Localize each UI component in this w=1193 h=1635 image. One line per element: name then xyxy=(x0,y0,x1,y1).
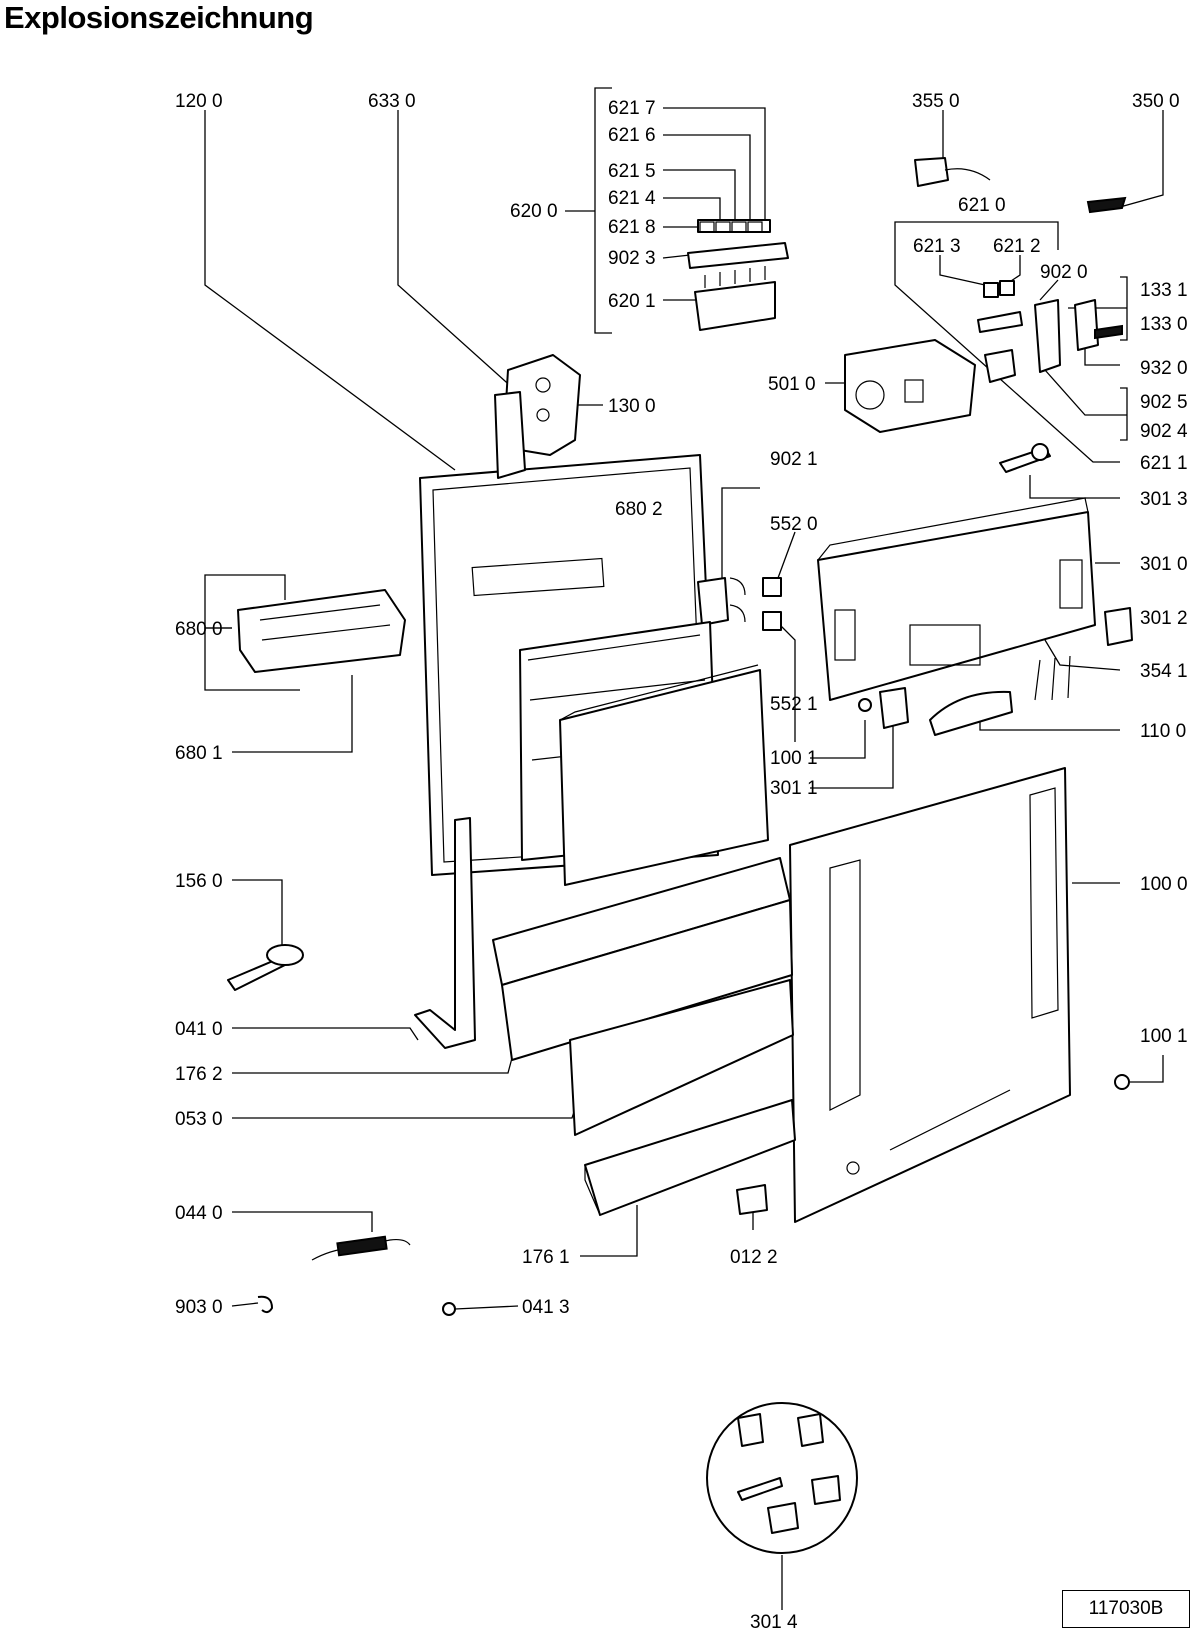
callout-label: 133 1 xyxy=(1140,280,1188,301)
switch-block-part xyxy=(694,281,776,331)
callout-label: 680 0 xyxy=(175,619,223,640)
callout-label: 354 1 xyxy=(1140,661,1188,682)
callout-labels: 120 0 633 0 621 7 621 6 621 5 621 4 620 … xyxy=(175,91,1188,1633)
callout-label: 301 4 xyxy=(750,1612,798,1633)
programmer-module-part xyxy=(237,589,406,673)
parts xyxy=(227,157,1133,1554)
callout-label: 621 2 xyxy=(993,236,1041,257)
callout-label: 621 8 xyxy=(608,217,656,238)
callout-label: 621 3 xyxy=(913,236,961,257)
callout-label: 301 1 xyxy=(770,778,818,799)
callout-label: 903 0 xyxy=(175,1297,223,1318)
handle-part xyxy=(929,690,1013,736)
callout-label: 680 2 xyxy=(615,499,663,520)
callout-label: 100 0 xyxy=(1140,874,1188,895)
callout-label: 932 0 xyxy=(1140,358,1188,379)
callout-label: 621 5 xyxy=(608,161,656,182)
callout-label: 301 0 xyxy=(1140,554,1188,575)
callout-label: 130 0 xyxy=(608,396,656,417)
callout-label: 620 0 xyxy=(510,201,558,222)
callout-label: 902 5 xyxy=(1140,392,1188,413)
callout-label: 633 0 xyxy=(368,91,416,112)
callout-label: 621 6 xyxy=(608,125,656,146)
inner-door-panel-part xyxy=(559,669,769,886)
callout-label: 621 1 xyxy=(1140,453,1188,474)
callout-label: 100 1 xyxy=(770,748,818,769)
callout-label: 350 0 xyxy=(1132,91,1180,112)
callout-label: 501 0 xyxy=(768,374,816,395)
callout-label: 110 0 xyxy=(1140,721,1186,742)
plug-part xyxy=(914,157,949,187)
callout-label: 902 1 xyxy=(770,449,818,470)
callout-label: 301 2 xyxy=(1140,608,1188,629)
hinge-part xyxy=(414,817,476,1049)
callout-label: 041 3 xyxy=(522,1297,570,1318)
page-title: Explosionszeichnung xyxy=(4,0,314,35)
callout-label: 621 4 xyxy=(608,188,656,209)
callout-label: 552 0 xyxy=(770,514,818,535)
callout-label: 176 1 xyxy=(522,1247,570,1268)
callout-label: 100 1 xyxy=(1140,1026,1188,1047)
callout-label: 902 3 xyxy=(608,248,656,269)
callout-label: 902 0 xyxy=(1040,262,1088,283)
document-number-box: 117030B xyxy=(1062,1590,1190,1628)
callout-label: 176 2 xyxy=(175,1064,223,1085)
callout-label: 902 4 xyxy=(1140,421,1188,442)
bracket-part xyxy=(1034,299,1061,373)
document-number: 117030B xyxy=(1088,1598,1164,1619)
control-panel-part xyxy=(817,511,1096,701)
callout-label: 355 0 xyxy=(912,91,960,112)
callout-label: 620 1 xyxy=(608,291,656,312)
callout-label: 621 7 xyxy=(608,98,656,119)
callout-label: 012 2 xyxy=(730,1247,778,1268)
callout-label: 621 0 xyxy=(958,195,1006,216)
callout-label: 053 0 xyxy=(175,1109,223,1130)
outer-door-panel-part xyxy=(789,767,1071,1223)
callout-label: 044 0 xyxy=(175,1203,223,1224)
bottom-channel-part xyxy=(569,979,794,1136)
callout-label: 041 0 xyxy=(175,1019,223,1040)
callout-label: 301 3 xyxy=(1140,489,1188,510)
callout-label: 552 1 xyxy=(770,694,818,715)
callout-label: 133 0 xyxy=(1140,314,1188,335)
programmer-part xyxy=(844,339,976,433)
callout-label: 680 1 xyxy=(175,743,223,764)
callout-label: 156 0 xyxy=(175,871,223,892)
callout-label: 120 0 xyxy=(175,91,223,112)
